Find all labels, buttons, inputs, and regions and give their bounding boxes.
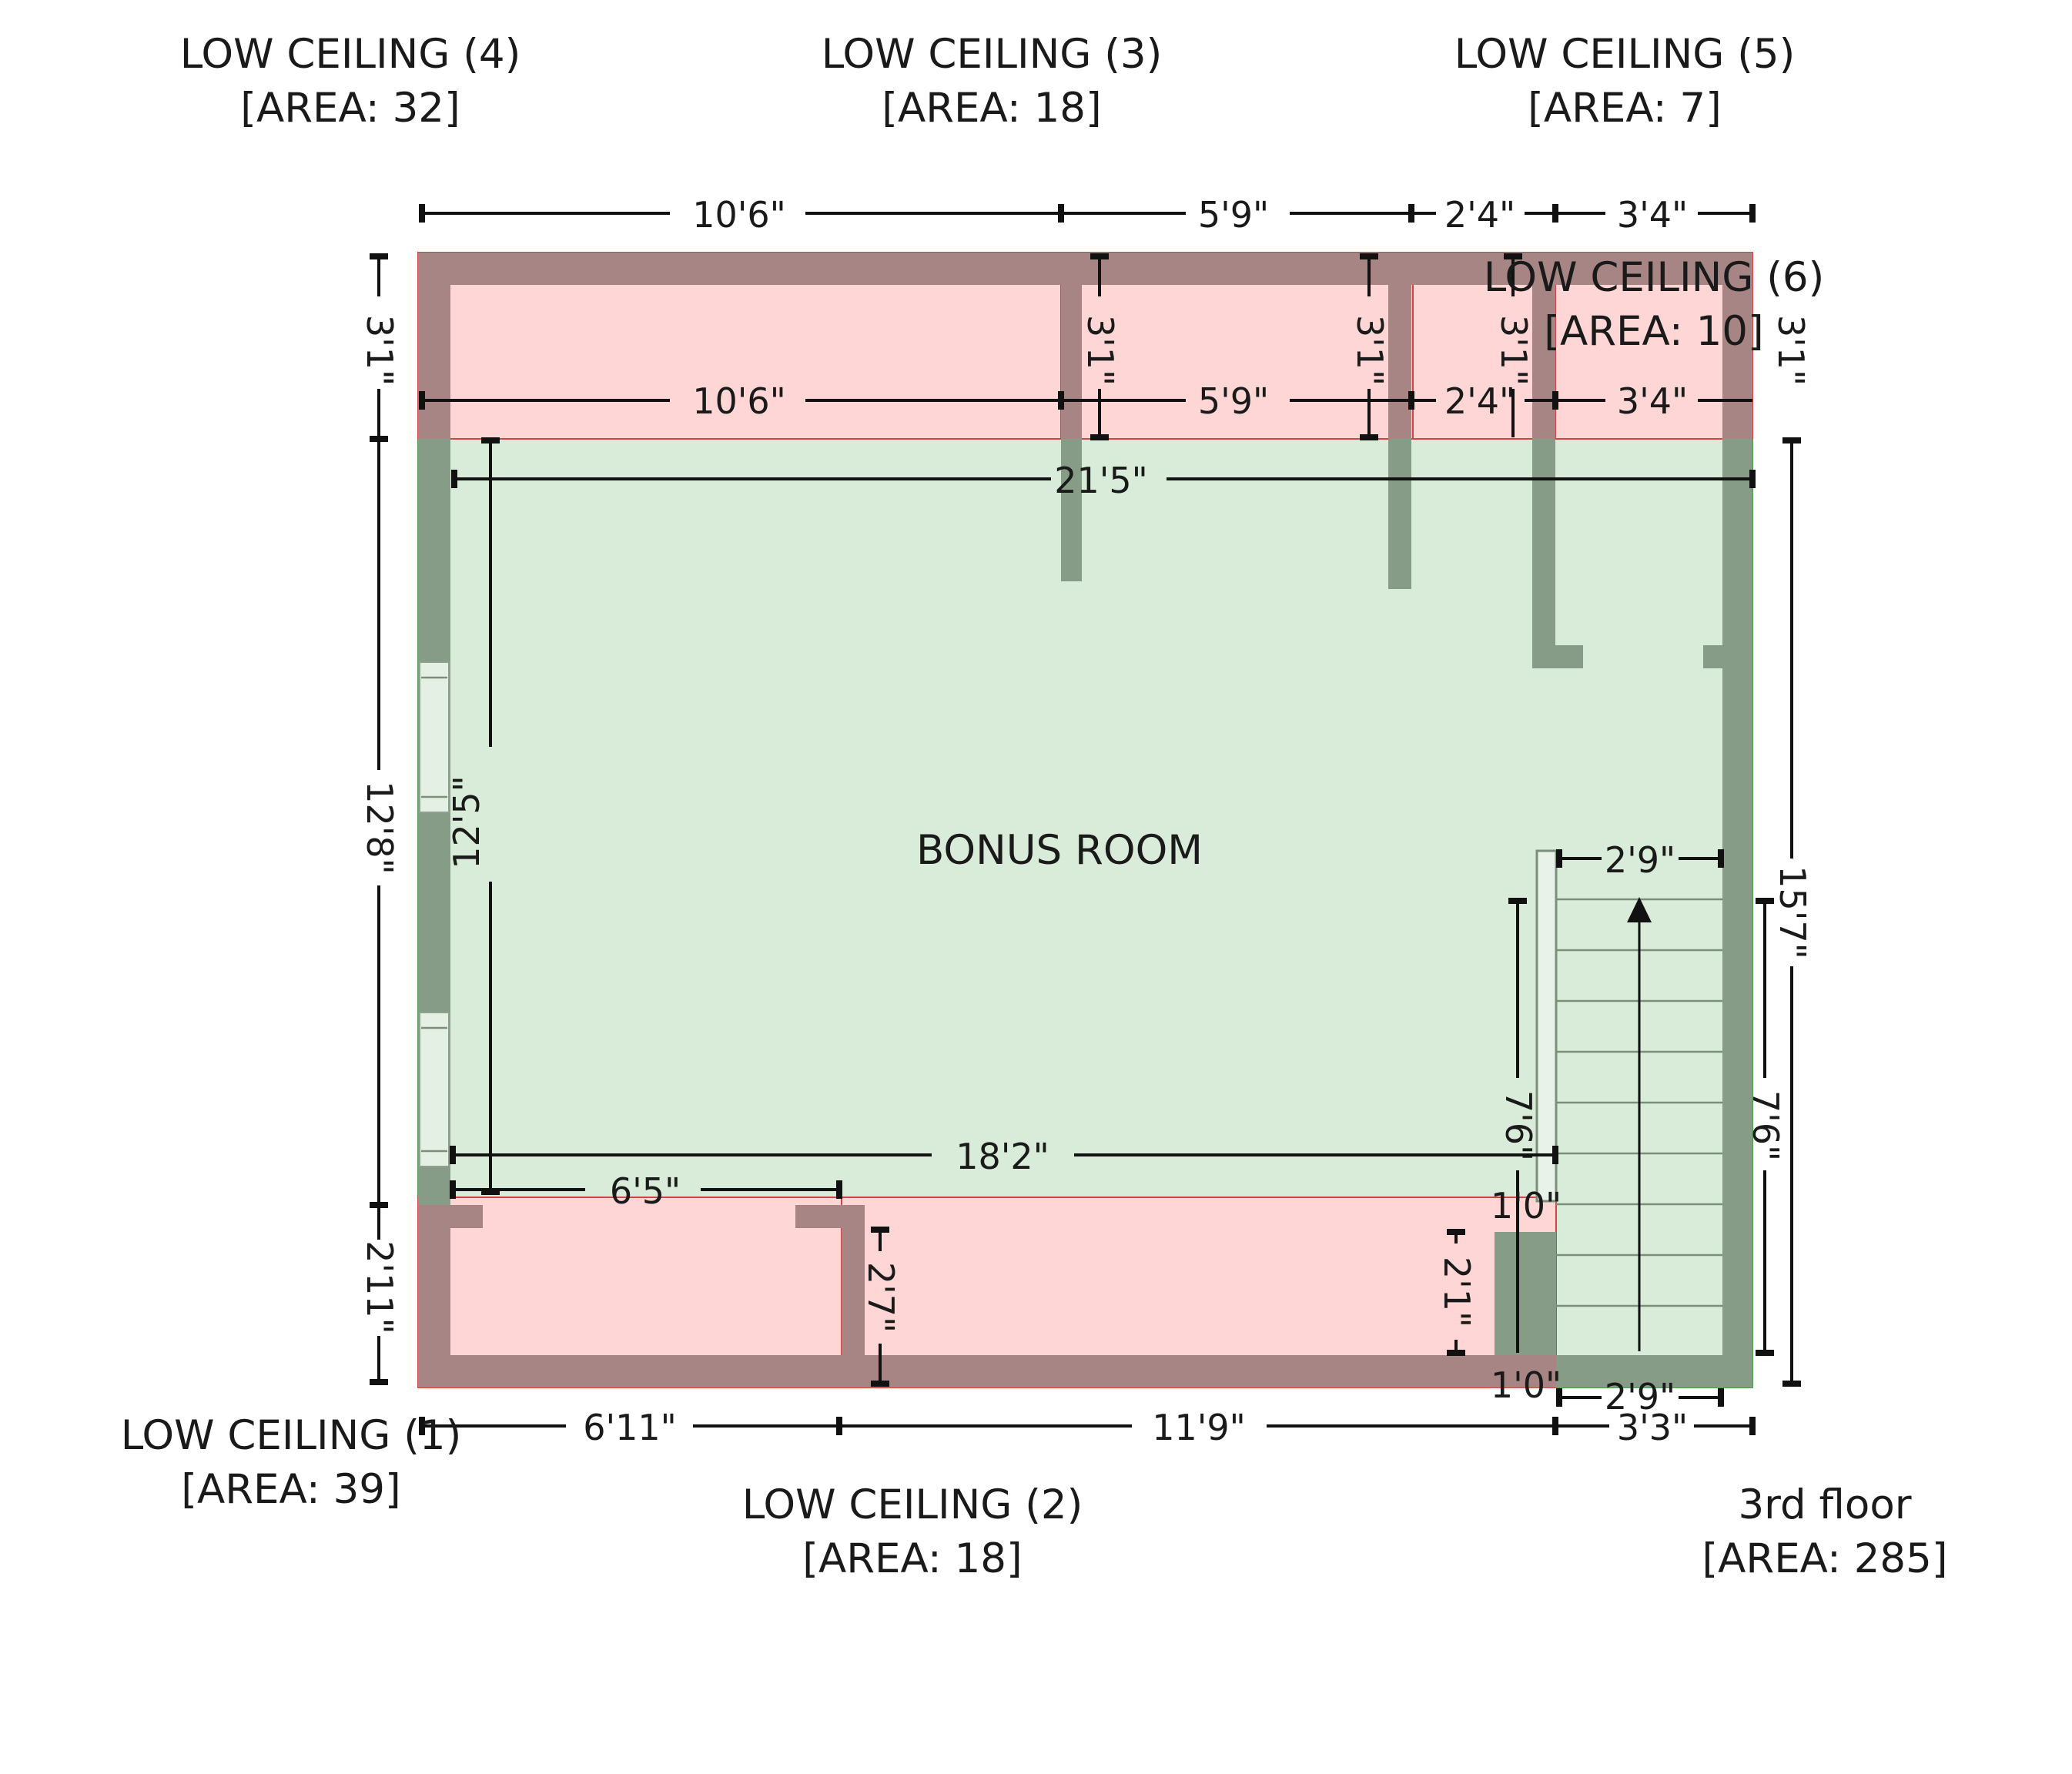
wall-stair-bottom (1556, 1355, 1752, 1387)
dim-top-heights (370, 253, 1522, 442)
dim-stair-length-right (1756, 898, 1774, 1356)
stairs (1556, 897, 1722, 1351)
wall-partition-1 (1061, 253, 1082, 439)
dim-top-inner-3: 2'4" (1444, 380, 1515, 422)
wall-right-upper (1722, 253, 1752, 439)
dim-room-height-label: 12'5" (446, 775, 487, 869)
dim-bottom-outer (419, 1417, 1756, 1435)
wall-top (418, 253, 1752, 285)
dim-left-outer-3: 2'11" (359, 1240, 400, 1334)
dim-stair-length-left-label: 7'6" (1498, 1090, 1539, 1161)
dim-top-inner-2: 5'9" (1198, 380, 1269, 422)
dim-top-outer (419, 204, 1756, 223)
dim-inner-width (450, 1146, 1558, 1164)
window-left-1 (419, 661, 450, 813)
stair-rail (1535, 849, 1558, 1203)
dim-stair-width-top (1556, 849, 1724, 868)
wall-stair-landing (1495, 1232, 1556, 1355)
dim-bottom-outer-2: 11'9" (1152, 1407, 1246, 1448)
wall-closet-top-right (795, 1205, 842, 1228)
dim-right-outer-label: 15'7" (1772, 865, 1813, 959)
dim-bottom-outer-1: 6'11" (583, 1407, 677, 1448)
dim-top-inner-4: 3'4" (1617, 380, 1688, 422)
dim-landing-top: 1'0" (1491, 1185, 1562, 1227)
low-ceiling-2-area-label: [AREA: 18] (802, 1535, 1022, 1582)
dim-top-outer-1: 10'6" (692, 194, 786, 236)
low-ceiling-6-area-label: [AREA: 10] (1544, 308, 1763, 355)
wall-closet-right-bottom-a (1532, 645, 1583, 668)
dim-room-height (481, 437, 500, 1195)
dim-room-width (451, 470, 1756, 488)
dim-lc2-height (871, 1227, 889, 1387)
dim-top-height-1: 3'1" (359, 315, 400, 386)
wall-closet-divider (842, 1205, 865, 1355)
room-name: BONUS ROOM (916, 827, 1203, 874)
low-ceiling-3-area-label: [AREA: 18] (882, 85, 1101, 132)
wall-closet-right-left (1532, 439, 1555, 668)
window-left-2 (419, 1012, 450, 1167)
wall-partition-2 (1388, 253, 1411, 439)
low-ceiling-4-area-label: [AREA: 32] (240, 85, 460, 132)
wall-partition-2-ext (1388, 439, 1411, 589)
dim-stair-width-bottom (1556, 1388, 1724, 1407)
dim-top-height-2: 3'1" (1080, 315, 1121, 386)
low-ceiling-5-area-label: [AREA: 7] (1528, 85, 1722, 132)
wall-right (1722, 439, 1752, 1387)
dim-top-height-4: 3'1" (1493, 315, 1535, 386)
dim-lc2-right-height (1447, 1229, 1465, 1356)
wall-bottom (418, 1355, 1556, 1387)
low-ceiling-1-area-label: [AREA: 39] (181, 1466, 400, 1513)
dim-stair-length-left (1508, 898, 1527, 1353)
wall-partition-3 (1532, 253, 1555, 439)
low-ceiling-2-title: LOW CEILING (2) (742, 1481, 1083, 1528)
dim-top-outer-2: 5'9" (1198, 194, 1269, 236)
wall-closet-right-bottom-b (1703, 645, 1722, 668)
low-ceiling-4-title: LOW CEILING (4) (180, 31, 521, 78)
dim-left-outer-2: 12'8" (359, 781, 400, 875)
low-ceiling-3-title: LOW CEILING (3) (822, 31, 1163, 78)
dim-stair-width-top-label: 2'9" (1605, 839, 1675, 881)
dim-lc2-right-height-label: 2'1" (1436, 1257, 1478, 1327)
dim-stair-length-right-label: 7'6" (1745, 1090, 1786, 1161)
dim-top-inner (419, 391, 1752, 410)
wall-partition-1-ext (1061, 439, 1082, 581)
floor-title: 3rd floor (1738, 1481, 1911, 1528)
stair-arrow-icon (1627, 897, 1652, 922)
dim-landing-bottom: 1'0" (1491, 1364, 1562, 1406)
dim-left-outer-1: 3'1" (359, 315, 400, 386)
dim-stair-width-bottom-label: 2'9" (1605, 1376, 1675, 1418)
dim-closet-width (450, 1180, 842, 1199)
low-ceiling-1-title: LOW CEILING (1) (121, 1412, 462, 1459)
dim-closet-width-label: 6'5" (610, 1170, 681, 1212)
dim-inner-width-label: 18'2" (956, 1136, 1049, 1177)
dim-top-height-3: 3'1" (1349, 315, 1391, 386)
wall-left-upper (418, 253, 450, 439)
dim-bottom-outer-3: 3'3" (1617, 1407, 1688, 1448)
dim-top-inner-1: 10'6" (692, 380, 786, 422)
dim-room-width-label: 21'5" (1054, 460, 1148, 501)
dim-right-outer (1782, 437, 1801, 1387)
dim-left-outer (370, 436, 388, 1385)
dim-top-height-5: 3'1" (1770, 315, 1812, 386)
floor-area-label: [AREA: 285] (1702, 1535, 1947, 1582)
low-ceiling-6-title: LOW CEILING (6) (1484, 254, 1825, 301)
low-ceiling-5-title: LOW CEILING (5) (1454, 31, 1796, 78)
wall-closet-top-left (450, 1205, 483, 1228)
dim-top-outer-4: 3'4" (1617, 194, 1688, 236)
dim-top-outer-3: 2'4" (1444, 194, 1515, 236)
dim-lc2-height-label: 2'7" (860, 1262, 902, 1333)
